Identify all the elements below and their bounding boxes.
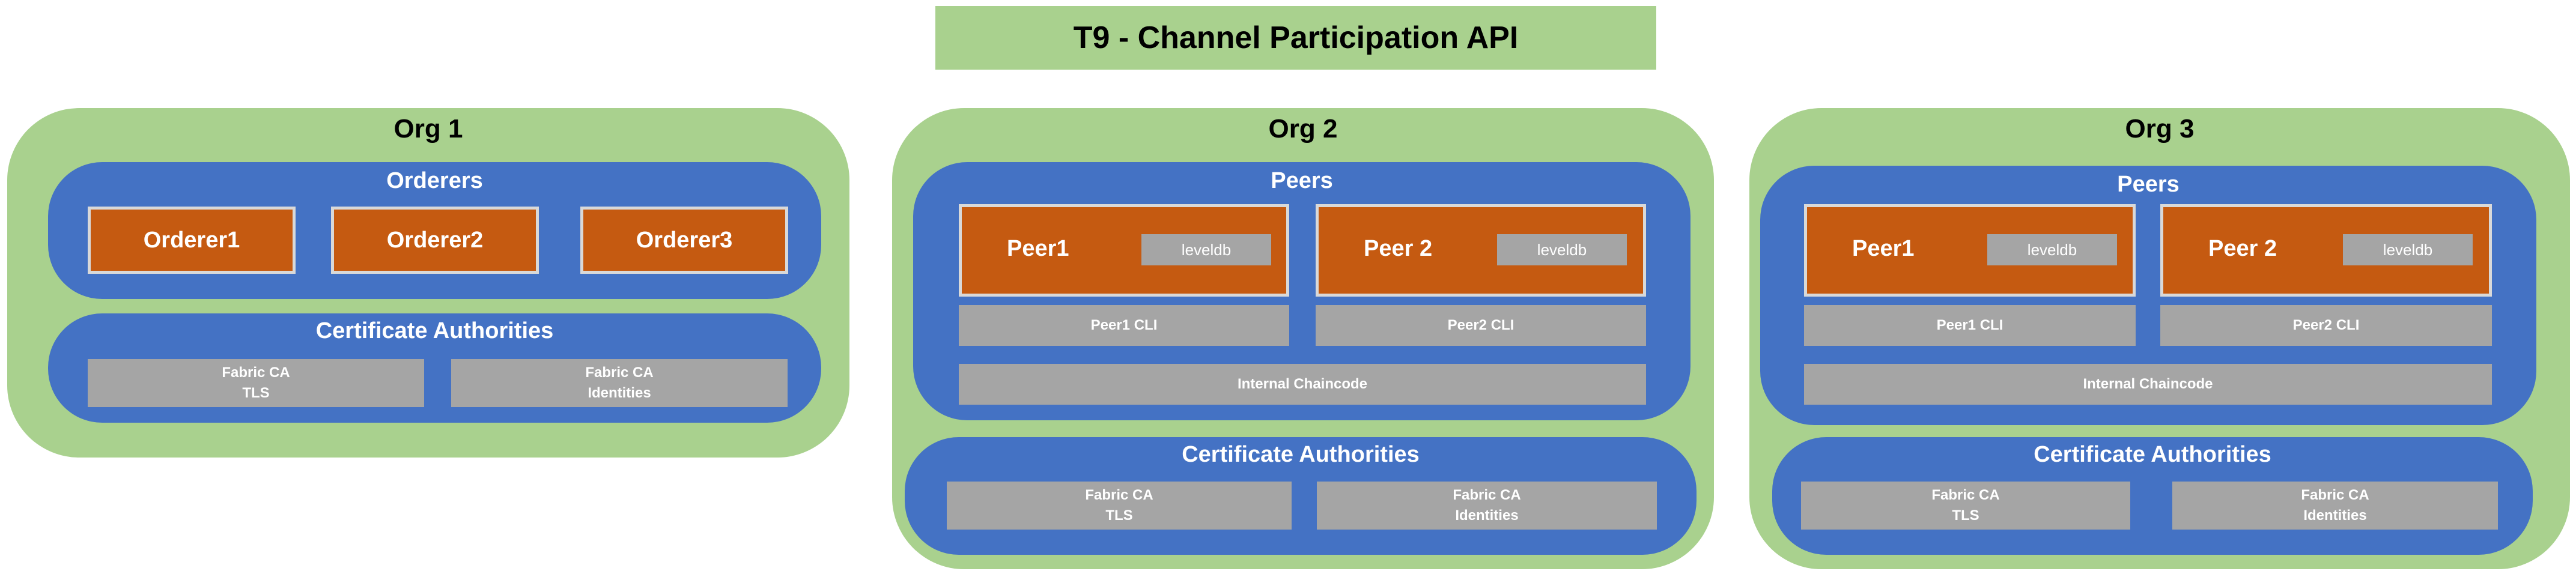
org1-orderers-label: Orderers [386, 168, 483, 193]
orderer1-node: Orderer1 [88, 207, 296, 274]
org2-ca-label: Certificate Authorities [1182, 442, 1420, 467]
org2-peer1-label: Peer1 [1007, 236, 1069, 261]
org3-peer1-leveldb: leveldb [1987, 234, 2117, 265]
org3-peer2-label: Peer 2 [2208, 236, 2277, 261]
org3-fabric-ca-tls: Fabric CA TLS [1801, 482, 2130, 530]
org1-ca-label: Certificate Authorities [315, 318, 554, 343]
org3-internal-chaincode: Internal Chaincode [1804, 364, 2492, 405]
org2-peer2-leveldb: leveldb [1497, 234, 1627, 265]
org3-peer2-cli: Peer2 CLI [2160, 305, 2492, 346]
org2-peer1-leveldb: leveldb [1141, 234, 1271, 265]
org2-internal-chaincode: Internal Chaincode [959, 364, 1646, 405]
org3-label: Org 3 [2125, 114, 2195, 143]
org1-label: Org 1 [393, 114, 463, 143]
orderer2-node: Orderer2 [331, 207, 539, 274]
org2-peers-label: Peers [1271, 168, 1333, 193]
org3-peer1-label: Peer1 [1852, 236, 1915, 261]
orderer3-node: Orderer3 [580, 207, 788, 274]
org3-peer2-leveldb: leveldb [2343, 234, 2473, 265]
org1-fabric-ca-identities: Fabric CA Identities [451, 359, 788, 407]
org2-fabric-ca-tls: Fabric CA TLS [947, 482, 1292, 530]
org2-peer2-cli: Peer2 CLI [1316, 305, 1646, 346]
org3-peer1-cli: Peer1 CLI [1804, 305, 2136, 346]
org2-peer1-cli: Peer1 CLI [959, 305, 1289, 346]
org3-ca-label: Certificate Authorities [2034, 442, 2271, 467]
org2-label: Org 2 [1268, 114, 1338, 143]
org2-fabric-ca-identities: Fabric CA Identities [1317, 482, 1657, 530]
page-title: T9 - Channel Participation API [935, 6, 1656, 70]
org3-fabric-ca-identities: Fabric CA Identities [2172, 482, 2498, 530]
org1-fabric-ca-tls: Fabric CA TLS [88, 359, 424, 407]
org2-peer2-label: Peer 2 [1364, 236, 1433, 261]
org3-peers-label: Peers [2117, 172, 2180, 197]
